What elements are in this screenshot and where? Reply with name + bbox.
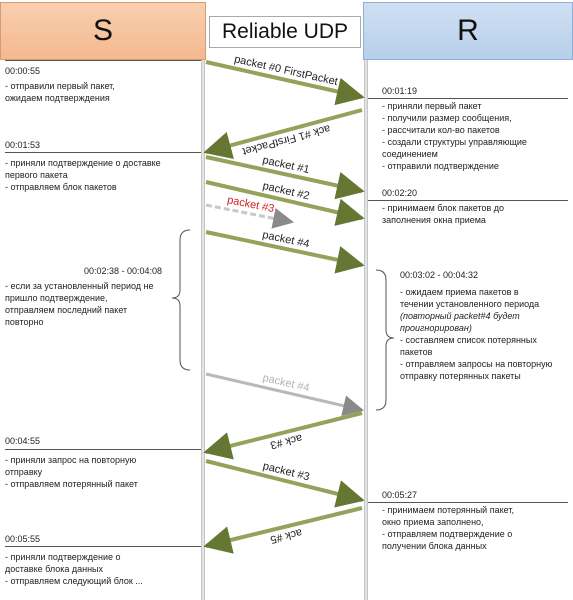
receiver-time-1: 00:01:19: [382, 86, 418, 96]
sender-header: S: [0, 2, 206, 60]
note-line: проигнорирован): [400, 323, 472, 333]
note-line: - приняли подтверждение о доставке: [5, 158, 161, 168]
note-line: пакетов: [400, 347, 433, 357]
sender-timeout-bracket: [171, 229, 191, 371]
note-line: отправку: [5, 467, 43, 477]
note-line: пришло подтверждение,: [5, 293, 108, 303]
message-arrow: [203, 108, 363, 159]
note-line: - отправляем потерянный пакет: [5, 479, 138, 489]
receiver-note-1: - приняли первый пакет - получили размер…: [382, 100, 527, 172]
message-arrow: [205, 230, 365, 274]
message-arrow: [203, 411, 363, 460]
sender-time-1: 00:00:55: [5, 66, 41, 76]
diagram-title: Reliable UDP: [209, 16, 361, 48]
receiver-lifeline: [364, 60, 368, 600]
sender-rule-4: [5, 449, 201, 450]
note-line: окно приема заполнено,: [382, 517, 484, 527]
sender-note-2: - приняли подтверждение о доставке перво…: [5, 157, 161, 193]
note-line: повторно: [5, 317, 44, 327]
receiver-time-4: 00:05:27: [382, 490, 418, 500]
note-line: - отправляем блок пакетов: [5, 182, 117, 192]
note-line: ожидаем подтверждения: [5, 93, 110, 103]
message-arrow: [203, 506, 363, 554]
message-arrow: [205, 459, 365, 508]
sender-note-1: - отправили первый пакет, ожидаем подтве…: [5, 80, 115, 104]
receiver-rule-1: [368, 98, 568, 99]
note-line: - рассчитали кол-во пакетов: [382, 125, 500, 135]
sender-note-3: - если за установленный период не пришло…: [5, 280, 154, 328]
receiver-time-3: 00:03:02 - 00:04:32: [400, 270, 479, 280]
receiver-label: R: [457, 14, 479, 47]
receiver-rule-2: [368, 200, 568, 201]
note-line: - отправляем следующий блок ...: [5, 576, 143, 586]
note-line: отправляем последний пакет: [5, 305, 128, 315]
message-arrow: [205, 155, 365, 200]
note-line: - составляем список потерянных: [400, 335, 537, 345]
message-arrow: [205, 60, 365, 106]
note-line: - получили размер сообщения,: [382, 113, 512, 123]
note-line: соединением: [382, 149, 438, 159]
message-arrow: [205, 372, 365, 416]
sender-time-5: 00:05:55: [5, 534, 41, 544]
note-line: (повторный packet#4 будет: [400, 311, 520, 321]
note-line: - приняли первый пакет: [382, 101, 482, 111]
sender-time-2: 00:01:53: [5, 140, 41, 150]
note-line: заполнения окна приема: [382, 215, 486, 225]
sender-rule-2: [5, 152, 201, 153]
note-line: - принимаем потерянный пакет,: [382, 505, 514, 515]
sender-rule-1: [5, 60, 201, 61]
note-line: течении установленного периода: [400, 299, 540, 309]
message-arrow: [205, 203, 295, 229]
note-line: отправку потерянных пакеты: [400, 371, 521, 381]
note-line: - создали структуры управляющие: [382, 137, 527, 147]
receiver-time-2: 00:02:20: [382, 188, 418, 198]
sender-time-4: 00:04:55: [5, 436, 41, 446]
note-line: - отправляем запросы на повторную: [400, 359, 553, 369]
sender-note-5: - приняли подтверждение о доставке блока…: [5, 551, 143, 587]
sender-lifeline: [201, 60, 205, 600]
receiver-header: R: [363, 2, 573, 60]
message-arrow: [205, 180, 365, 226]
receiver-rule-4: [368, 502, 568, 503]
sender-time-3: 00:02:38 - 00:04:08: [84, 266, 163, 276]
sender-label: S: [92, 14, 113, 47]
receiver-note-3: - ожидаем приема пакетов в течении устан…: [400, 286, 552, 382]
receiver-wait-bracket: [375, 269, 395, 411]
note-line: доставке блока данных: [5, 564, 104, 574]
receiver-note-4: - принимаем потерянный пакет, окно прием…: [382, 504, 514, 552]
note-line: - приняли подтверждение о: [5, 552, 121, 562]
note-line: - приняли запрос на повторную: [5, 455, 137, 465]
note-line: - отправили подтверждение: [382, 161, 499, 171]
note-line: - ожидаем приема пакетов в: [400, 287, 519, 297]
note-line: - если за установленный период не: [5, 281, 154, 291]
sender-note-4: - приняли запрос на повторную отправку -…: [5, 454, 138, 490]
sender-rule-5: [5, 546, 201, 547]
note-line: - отправили первый пакет,: [5, 81, 115, 91]
note-line: - принимаем блок пакетов до: [382, 203, 505, 213]
receiver-note-2: - принимаем блок пакетов до заполнения о…: [382, 202, 504, 226]
note-line: первого пакета: [5, 170, 68, 180]
note-line: - отправляем подтверждение о: [382, 529, 513, 539]
note-line: получении блока данных: [382, 541, 487, 551]
